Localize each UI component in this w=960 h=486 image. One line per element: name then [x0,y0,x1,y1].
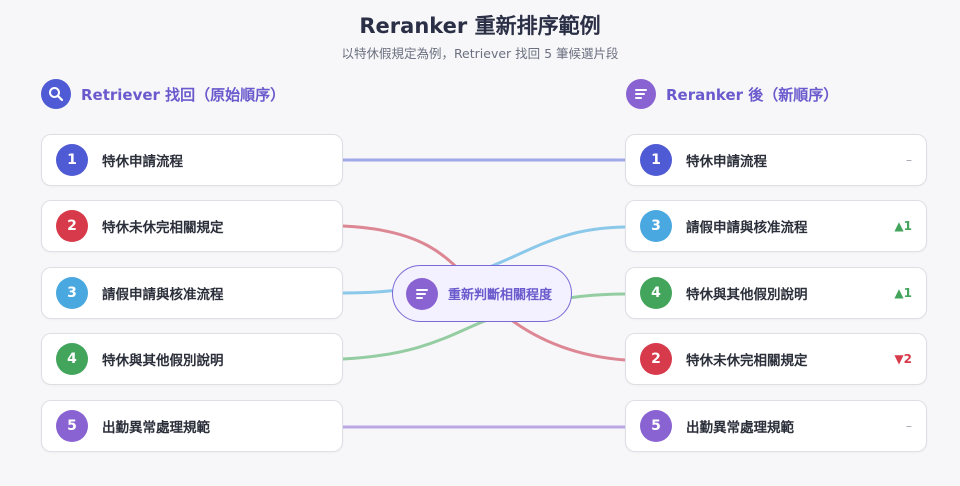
item-label: 特休未休完相關規定 [686,353,808,369]
rerank-judge-label: 重新判斷相關程度 [448,288,553,303]
retriever-item-1: 1 特休申請流程 [41,134,343,186]
retriever-item-5: 5 出勤異常處理規範 [41,400,343,452]
rank-badge: 5 [56,410,88,442]
item-label: 特休申請流程 [102,154,183,170]
item-label: 特休申請流程 [686,154,767,170]
rank-badge: 2 [56,210,88,242]
retriever-item-3: 3 請假申請與核准流程 [41,267,343,319]
rerank-judge-node: 重新判斷相關程度 [392,265,572,322]
retriever-item-2: 2 特休未休完相關規定 [41,200,343,252]
rank-change-indicator: ▼2 [894,352,912,366]
search-icon [41,79,71,109]
reranker-heading-label: Reranker 後（新順序） [666,85,839,104]
rank-change-indicator: – [906,153,912,167]
sort-lines-icon [406,277,438,310]
reranked-item-4: 2 特休未休完相關規定 ▼2 [625,333,927,385]
reranker-column-heading: Reranker 後（新順序） [626,78,838,110]
rank-badge: 5 [640,410,672,442]
item-label: 請假申請與核准流程 [102,287,224,303]
rank-badge: 1 [640,144,672,176]
item-label: 特休與其他假別說明 [686,287,808,303]
retriever-column-heading: Retriever 找回（原始順序） [41,78,285,110]
page-subtitle: 以特休假規定為例，Retriever 找回 5 筆候選片段 [341,46,619,61]
reranked-item-1: 1 特休申請流程 – [625,134,927,186]
page-title: Reranker 重新排序範例 [359,14,601,38]
rank-change-indicator: – [906,419,912,433]
item-label: 出勤異常處理規範 [102,420,210,436]
rank-badge: 4 [640,277,672,309]
rank-badge: 4 [56,343,88,375]
reranked-item-3: 4 特休與其他假別說明 ▲1 [625,267,927,319]
retriever-heading-label: Retriever 找回（原始順序） [81,85,286,104]
item-label: 出勤異常處理規範 [686,420,794,436]
rank-change-indicator: ▲1 [894,219,912,233]
rank-badge: 1 [56,144,88,176]
item-label: 特休未休完相關規定 [102,220,224,236]
item-label: 特休與其他假別說明 [102,353,224,369]
rank-badge: 3 [56,277,88,309]
retriever-item-4: 4 特休與其他假別說明 [41,333,343,385]
item-label: 請假申請與核准流程 [686,220,808,236]
rank-badge: 3 [640,210,672,242]
sort-lines-icon [626,79,656,109]
rank-change-indicator: ▲1 [894,286,912,300]
reranked-item-5: 5 出勤異常處理規範 – [625,400,927,452]
reranked-item-2: 3 請假申請與核准流程 ▲1 [625,200,927,252]
rank-badge: 2 [640,343,672,375]
